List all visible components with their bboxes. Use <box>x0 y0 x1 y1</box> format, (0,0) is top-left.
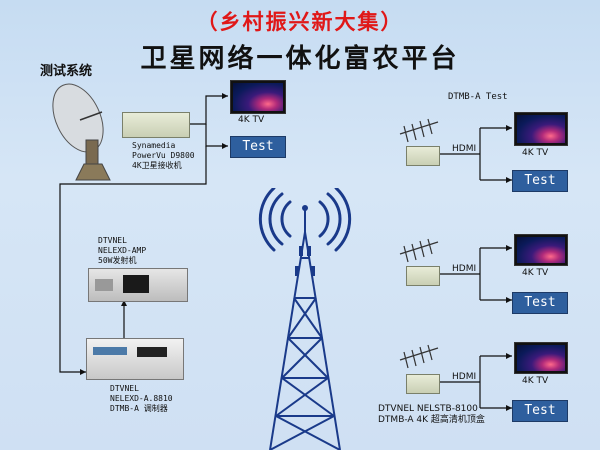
tv-screen <box>514 342 568 374</box>
receiver-label: Synamedia PowerVu D9800 4K卫星接收机 <box>132 141 195 171</box>
test-box: Test <box>512 400 568 422</box>
receiver-desc: 4K卫星接收机 <box>132 161 182 170</box>
test-box: Test <box>230 136 286 158</box>
satellite-receiver-device <box>122 112 190 138</box>
modulator-device <box>86 338 184 380</box>
yagi-antenna-icon <box>399 344 439 369</box>
test-box: Test <box>512 292 568 314</box>
tv-label: 4K TV <box>522 376 549 386</box>
transmitter-label: DTVNEL NELEXD-AMP 50W发射机 <box>98 236 146 266</box>
transmitter-desc: 50W发射机 <box>98 256 137 265</box>
hdmi-label: HDMI <box>452 372 477 382</box>
set-top-box-label: DTVNEL NELSTB-8100 DTMB-A 4K 超高清机顶盒 <box>378 404 485 426</box>
yagi-antenna-icon <box>399 238 439 263</box>
receiver-model: PowerVu D9800 <box>132 151 195 160</box>
satellite-dish-icon <box>52 83 111 181</box>
broadcast-tower-icon <box>258 188 352 450</box>
tv-label: 4K TV <box>522 148 549 158</box>
modulator-desc: DTMB-A 调制器 <box>110 404 168 413</box>
hdmi-label: HDMI <box>452 264 477 274</box>
hdmi-label: HDMI <box>452 144 477 154</box>
set-top-box-device <box>406 266 440 286</box>
transmitter-device <box>88 268 188 302</box>
transmitter-model: NELEXD-AMP <box>98 246 147 255</box>
yagi-antenna-icon <box>399 118 439 143</box>
modulator-model: NELEXD-A.8810 <box>110 394 173 403</box>
slogan-title: （乡村振兴新大集） <box>196 10 404 34</box>
tv-screen <box>230 80 286 114</box>
stb-model: DTVNEL NELSTB-8100 <box>378 404 478 414</box>
tv-screen <box>514 234 568 266</box>
modulator-label: DTVNEL NELEXD-A.8810 DTMB-A 调制器 <box>110 384 173 414</box>
stb-desc: DTMB-A 4K 超高清机顶盒 <box>378 415 485 425</box>
tv-screen <box>514 112 568 146</box>
tv-label: 4K TV <box>238 115 265 125</box>
set-top-box-device <box>406 146 440 166</box>
modulator-brand: DTVNEL <box>110 384 139 393</box>
test-system-heading: 测试系统 <box>40 64 93 79</box>
tv-label: 4K TV <box>522 268 549 278</box>
set-top-box-device <box>406 374 440 394</box>
dtmb-test-heading: DTMB-A Test <box>448 92 508 102</box>
page-title: 卫星网络一体化富农平台 <box>140 44 460 74</box>
receiver-brand: Synamedia <box>132 141 176 150</box>
test-box: Test <box>512 170 568 192</box>
transmitter-brand: DTVNEL <box>98 236 127 245</box>
